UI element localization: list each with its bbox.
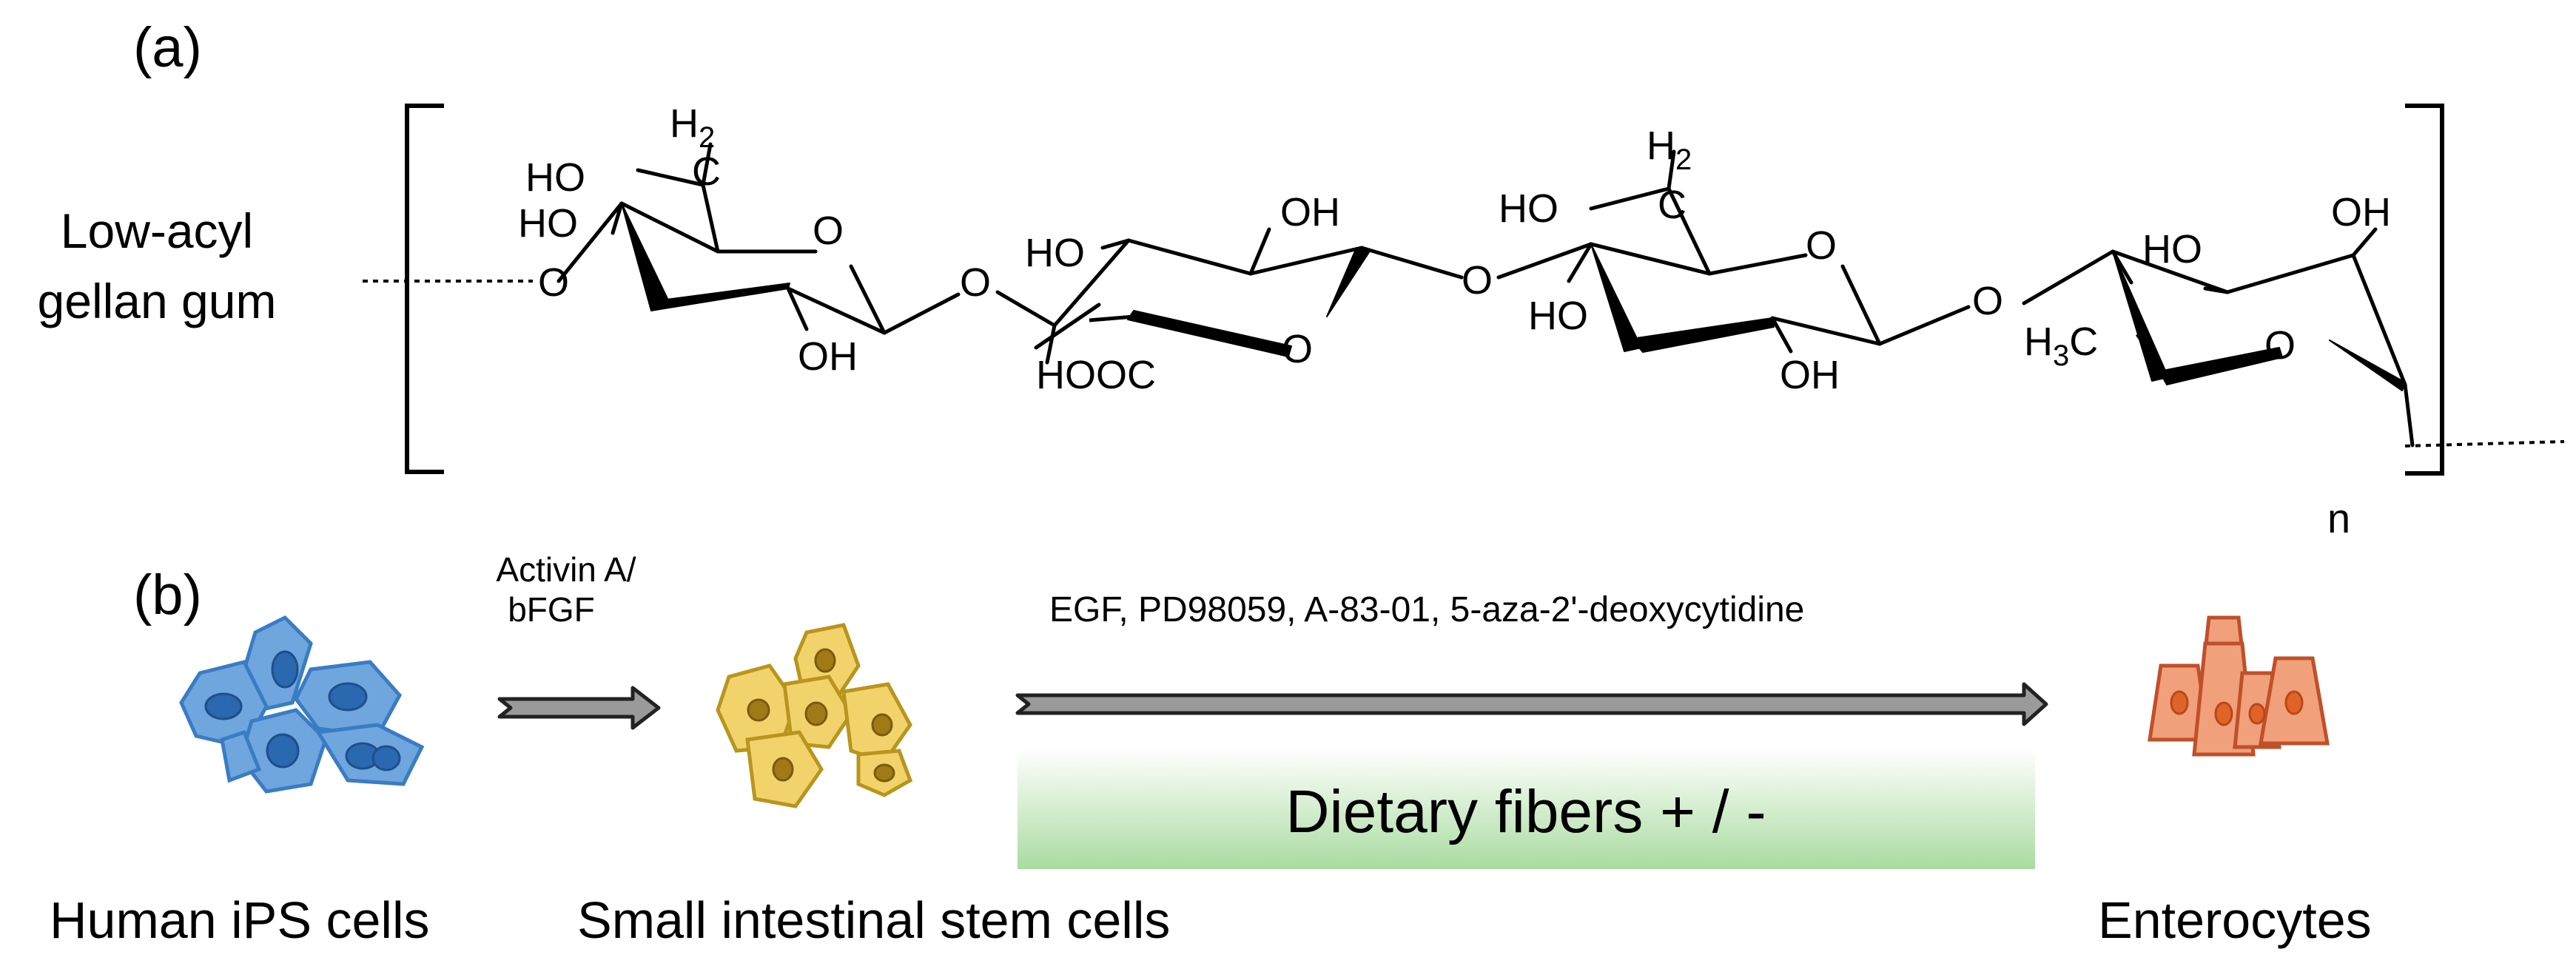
panel-b-label: (b) [133, 564, 202, 626]
atom-h2-c: H2 [1647, 124, 1692, 176]
atom-o-ring-d: O [2264, 323, 2296, 368]
arrow1 [497, 686, 661, 730]
atom-oh-b: OH [1280, 190, 1340, 234]
atom-hooc-b: HOOC [1036, 353, 1156, 397]
ips-cells-icon [179, 615, 425, 794]
arrow1-label-line2: bFGF [508, 590, 595, 629]
atom-o-ring-b: O [1282, 327, 1313, 371]
arrow2-label: EGF, PD98059, A-83-01, 5-aza-2'-deoxycyt… [1049, 590, 1804, 629]
label-enterocytes: Enterocytes [2098, 891, 2372, 949]
label-small-intestinal-stem-cells: Small intestinal stem cells [577, 891, 1170, 949]
repeat-unit-n-right: n [2327, 495, 2350, 541]
atom-o-link3: O [1972, 279, 2003, 323]
arrow2 [1015, 682, 2048, 726]
atom-c-a: C [692, 149, 721, 194]
atom-ho-ch2-c: HO [1499, 186, 1558, 231]
atom-o-ring-a: O [813, 209, 844, 253]
atom-o-link2: O [1462, 258, 1493, 303]
atom-ho-c: HO [1528, 294, 1588, 338]
label-human-ips-cells: Human iPS cells [50, 891, 430, 949]
compound-name-line2: gellan gum [38, 274, 277, 328]
atom-ho-a: HO [518, 201, 578, 246]
repeat-bracket-right [2405, 104, 2444, 476]
atom-oh-d: OH [2331, 190, 2391, 234]
stem-cells-icon [716, 623, 913, 808]
panel-a-label: (a) [133, 16, 202, 79]
enterocytes-icon [2148, 615, 2330, 757]
atom-h3c-d: H3C [2024, 320, 2098, 372]
atom-h2-a: H2 [670, 101, 715, 154]
stem-nuclei [747, 648, 895, 783]
dietary-fibers-box [1018, 747, 2035, 869]
atom-o-link1: O [960, 260, 991, 305]
enterocyte-nuclei [2170, 690, 2304, 726]
compound-name-line1: Low-acyl [61, 203, 253, 258]
dietary-fibers-label: Dietary fibers + / - [1285, 778, 1766, 845]
atom-ho-b: HO [1025, 231, 1085, 275]
atom-ho-ch2-a: HO [525, 155, 585, 200]
atom-oh-c: OH [1780, 353, 1840, 397]
repeat-bracket-left [405, 104, 444, 474]
chain-dotted-right [2404, 440, 2565, 447]
arrow1-label-line1: Activin A/ [496, 550, 636, 589]
structure-wedges [621, 203, 2406, 391]
atom-o-ring-c: O [1806, 223, 1837, 268]
ips-nuclei [204, 650, 401, 771]
atom-ho-d: HO [2142, 227, 2202, 271]
structure-atom-labels: H2 C HO HO O O OH O HO OH O HOOC O H2 C … [518, 101, 2391, 397]
gellan-structure [556, 142, 2415, 447]
atom-o-link0: O [538, 260, 569, 305]
atom-c-c: C [1658, 183, 1686, 227]
atom-oh-a: OH [798, 334, 858, 379]
